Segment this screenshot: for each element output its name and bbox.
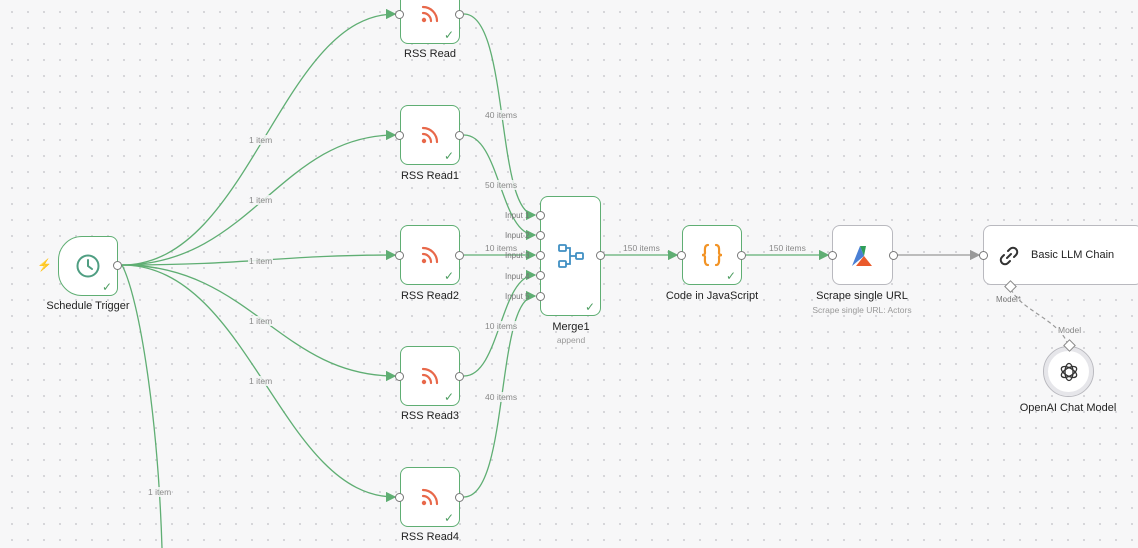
openai-chat-model-node[interactable] xyxy=(1043,346,1094,397)
input-handle-3[interactable] xyxy=(536,251,545,260)
input-handle[interactable] xyxy=(395,493,404,502)
edge-label: 1 item xyxy=(248,376,274,386)
edge-label: Model xyxy=(1057,325,1083,335)
rss-icon xyxy=(421,126,439,144)
schedule-trigger-node[interactable]: ✓ xyxy=(58,236,118,296)
node-label: Code in JavaScript xyxy=(665,290,759,302)
edge-label: 1 item xyxy=(248,135,274,145)
node-sublabel: append xyxy=(556,335,586,345)
success-check-icon: ✓ xyxy=(443,149,454,163)
success-check-icon: ✓ xyxy=(443,511,454,525)
input-handle[interactable] xyxy=(979,251,988,260)
rss-read-node[interactable]: ✓ xyxy=(400,0,460,44)
input-port-label: Input 3 xyxy=(505,251,530,260)
merge-icon xyxy=(557,244,584,268)
input-handle[interactable] xyxy=(677,251,686,260)
input-handle-4[interactable] xyxy=(536,271,545,280)
input-handle[interactable] xyxy=(395,372,404,381)
trigger-bolt-icon: ⚡ xyxy=(37,258,52,272)
rss-icon xyxy=(421,488,439,506)
node-sublabel: Scrape single URL: Actors xyxy=(812,305,912,315)
node-label: Scrape single URL xyxy=(816,290,908,302)
rss-read1-node[interactable]: ✓ xyxy=(400,105,460,165)
edge-label: 10 items xyxy=(484,243,519,253)
success-check-icon: ✓ xyxy=(443,28,454,42)
node-label: RSS Read4 xyxy=(400,531,460,543)
rss-read3-node[interactable]: ✓ xyxy=(400,346,460,406)
input-handle-2[interactable] xyxy=(536,231,545,240)
input-handle[interactable] xyxy=(395,131,404,140)
success-check-icon: ✓ xyxy=(584,300,595,314)
rss-read4-node[interactable]: ✓ xyxy=(400,467,460,527)
edge-label: 1 item xyxy=(248,195,274,205)
output-handle[interactable] xyxy=(455,251,464,260)
code-node[interactable]: ✓ xyxy=(682,225,742,285)
success-check-icon: ✓ xyxy=(725,269,736,283)
output-handle[interactable] xyxy=(596,251,605,260)
node-label: Schedule Trigger xyxy=(46,300,130,312)
output-handle[interactable] xyxy=(455,10,464,19)
output-handle[interactable] xyxy=(455,131,464,140)
node-label: RSS Read2 xyxy=(400,290,460,302)
input-handle[interactable] xyxy=(395,251,404,260)
input-handle-1[interactable] xyxy=(536,211,545,220)
success-check-icon: ✓ xyxy=(443,269,454,283)
output-handle[interactable] xyxy=(113,261,122,270)
edge-label: 1 item xyxy=(147,487,173,497)
apify-logo-icon xyxy=(851,246,872,266)
merge1-node[interactable]: ✓ xyxy=(540,196,601,316)
rss-icon xyxy=(421,367,439,385)
node-label: Basic LLM Chain xyxy=(1031,249,1115,261)
scrape-node[interactable] xyxy=(832,225,893,285)
model-port-label: Model* xyxy=(996,295,1021,304)
success-check-icon: ✓ xyxy=(101,280,112,294)
input-port-label: Input 5 xyxy=(505,292,530,301)
node-label: OpenAI Chat Model xyxy=(1019,402,1117,414)
rss-icon xyxy=(421,246,439,264)
edge-label: 40 items xyxy=(484,392,519,402)
input-handle[interactable] xyxy=(828,251,837,260)
edge-label: 1 item xyxy=(248,256,274,266)
edge-label: 10 items xyxy=(484,321,519,331)
input-handle[interactable] xyxy=(395,10,404,19)
edge-label: 40 items xyxy=(484,110,519,120)
link-chain-icon xyxy=(999,246,1019,266)
edge-model-link xyxy=(1010,288,1069,346)
input-port-label: Input 2 xyxy=(505,231,530,240)
edge-label: 150 items xyxy=(768,243,807,253)
code-braces-icon xyxy=(701,243,723,267)
node-label: Merge1 xyxy=(552,321,590,333)
openai-logo-icon xyxy=(1060,362,1077,381)
basic-llm-chain-node[interactable]: Basic LLM Chain xyxy=(983,225,1138,285)
node-label: RSS Read3 xyxy=(400,410,460,422)
output-handle[interactable] xyxy=(455,493,464,502)
output-handle[interactable] xyxy=(737,251,746,260)
rss-read2-node[interactable]: ✓ xyxy=(400,225,460,285)
edge-label: 1 item xyxy=(248,316,274,326)
output-handle[interactable] xyxy=(889,251,898,260)
node-label: RSS Read xyxy=(404,48,456,60)
edge-label: 150 items xyxy=(622,243,661,253)
input-port-label: Input 1 xyxy=(505,211,530,220)
clock-icon xyxy=(76,254,100,278)
input-handle-5[interactable] xyxy=(536,292,545,301)
input-port-label: Input 4 xyxy=(505,272,530,281)
edge-trigger-down xyxy=(121,264,163,548)
node-label: RSS Read1 xyxy=(400,170,460,182)
rss-icon xyxy=(421,5,439,23)
edge-label: 50 items xyxy=(484,180,519,190)
output-handle[interactable] xyxy=(455,372,464,381)
success-check-icon: ✓ xyxy=(443,390,454,404)
